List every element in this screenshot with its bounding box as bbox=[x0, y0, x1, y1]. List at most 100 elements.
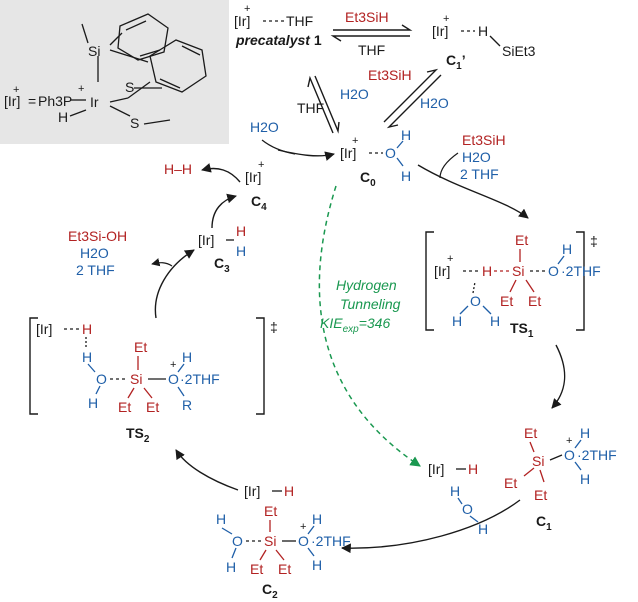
legend-h: H bbox=[58, 109, 68, 125]
c1-si: Si bbox=[532, 453, 544, 469]
ts2-h-mid: H bbox=[82, 349, 92, 365]
ts1-ir: [Ir] bbox=[434, 263, 450, 279]
c1-et-top: Et bbox=[524, 425, 537, 441]
c2-et-bl: Et bbox=[250, 561, 263, 577]
ts1-bracket-right bbox=[576, 231, 585, 331]
reagent-h2o-left: H2O bbox=[340, 86, 369, 102]
ts1-h: H bbox=[482, 263, 492, 279]
c3-ir: [Ir] bbox=[198, 232, 214, 248]
arrow-c3-release bbox=[151, 258, 173, 267]
intermediate-c3: [Ir] H H C3 bbox=[198, 223, 246, 275]
legend-p-charge: + bbox=[78, 83, 84, 95]
ts2-bracket-right bbox=[256, 317, 265, 415]
c1p-h: H bbox=[478, 23, 488, 39]
aryl-ring-1 bbox=[117, 13, 169, 61]
legend-ir-center: Ir bbox=[90, 94, 99, 110]
c1-thf: ·2THF bbox=[577, 447, 617, 463]
c0-h-upper: H bbox=[401, 127, 411, 143]
ts1-thf: ·2THF bbox=[561, 263, 601, 279]
c3-out-h2o: H2O bbox=[80, 245, 109, 261]
tunneling-line3: KIEexp=346 bbox=[320, 315, 390, 335]
arrow-c1-to-c2 bbox=[341, 499, 521, 554]
c1-ir: [Ir] bbox=[428, 461, 444, 477]
transition-state-2: ‡ [Ir] H H O H Si Et Et Et O + H ·2THF R… bbox=[29, 317, 278, 445]
c2-h-r1: H bbox=[312, 511, 322, 527]
equilibrium-arrows-left bbox=[307, 75, 340, 134]
c2-o-charge: + bbox=[300, 521, 306, 533]
aryl-ring-2 bbox=[149, 39, 207, 93]
c1-oh-1: H bbox=[580, 425, 590, 441]
c2-et-top: Et bbox=[264, 503, 277, 519]
c3-out-thf: 2 THF bbox=[76, 262, 115, 278]
arrow-c0-to-ts1 bbox=[417, 164, 529, 219]
c3-h-lower: H bbox=[236, 243, 246, 259]
c0-in-h2o: H2O bbox=[250, 119, 279, 135]
catalyst-labels: [Ir] + = Ph3P + Si Ir S S H bbox=[4, 43, 139, 131]
catalyst-structure bbox=[69, 13, 207, 125]
ts2-h-top: H bbox=[82, 321, 92, 337]
legend-ir-charge: + bbox=[13, 84, 19, 96]
intermediate-c2: [Ir] H H O H Et Si Et Et O + H H ·2THF C… bbox=[216, 483, 351, 601]
c1p-charge: + bbox=[443, 13, 449, 25]
ts1-ir-charge: + bbox=[447, 253, 453, 265]
equilibrium-arrows-right bbox=[383, 68, 442, 129]
c2-thf: ·2THF bbox=[311, 533, 351, 549]
legend-panel bbox=[0, 0, 229, 144]
c2-h-o2: H bbox=[226, 559, 236, 575]
intermediate-c4: [Ir] + C4 bbox=[245, 159, 267, 213]
c1-et-left: Et bbox=[504, 475, 517, 491]
arrow-c4-release-h2 bbox=[201, 163, 241, 183]
c0-ir: [Ir] bbox=[340, 145, 356, 161]
ts2-o-left: O bbox=[96, 371, 107, 387]
ts1-bracket-left bbox=[425, 231, 434, 331]
reagent-h2o-right: H2O bbox=[420, 95, 449, 111]
arrow-c4-to-c0 bbox=[277, 149, 335, 161]
ts2-bracket-left bbox=[29, 317, 38, 415]
c1p-ir: [Ir] bbox=[432, 23, 448, 39]
intermediate-c1-prime: [Ir] + H SiEt3 C1’ bbox=[432, 13, 536, 72]
ts2-et-br: Et bbox=[146, 399, 159, 415]
legend-ph3p: Ph3P bbox=[38, 93, 72, 109]
ts2-o-right: O bbox=[168, 371, 179, 387]
intermediate-c1: [Ir] H Et Si Et Et O + H H ·2THF H O H C… bbox=[428, 425, 617, 537]
reagent-et3sih-top: Et3SiH bbox=[345, 9, 389, 25]
c0-h-lower: H bbox=[401, 168, 411, 184]
c2-label: C2 bbox=[262, 581, 278, 601]
arrow-ts2-to-c3 bbox=[154, 249, 195, 319]
c0-charge: + bbox=[352, 135, 358, 147]
reagent-thf-left: THF bbox=[297, 100, 324, 116]
ts1-et-top: Et bbox=[515, 232, 528, 248]
c3-h-upper: H bbox=[236, 223, 246, 239]
precatalyst-thf: THF bbox=[286, 13, 313, 29]
legend-s-lower: S bbox=[130, 115, 139, 131]
ts2-thf: ·2THF bbox=[180, 371, 220, 387]
c1-label: C1 bbox=[536, 513, 552, 533]
c4-ir: [Ir] bbox=[245, 169, 261, 185]
c1-water-h2: H bbox=[478, 521, 488, 537]
precatalyst-ir: [Ir] bbox=[234, 13, 250, 29]
c3-out-silanol: Et3Si-OH bbox=[68, 228, 127, 244]
equilibrium-arrows-top bbox=[330, 24, 413, 42]
c2-si: Si bbox=[264, 533, 276, 549]
legend-s-upper: S bbox=[125, 79, 134, 95]
ts2-label: TS2 bbox=[126, 425, 150, 445]
c4-label: C4 bbox=[251, 193, 267, 213]
legend-ir: [Ir] bbox=[4, 93, 20, 109]
c0-out-et3sih: Et3SiH bbox=[462, 132, 506, 148]
precatalyst-caption: precatalyst 1 bbox=[235, 32, 322, 48]
c1-h: H bbox=[468, 461, 478, 477]
arrow-reagents-into-c0-step bbox=[439, 152, 459, 179]
arrow-c2-to-ts2 bbox=[175, 449, 239, 491]
transition-state-1: ‡ [Ir] + H Si Et Et Et O H ·2THF O H H T… bbox=[425, 231, 601, 340]
ts2-et-bl: Et bbox=[118, 399, 131, 415]
c1p-label: C1’ bbox=[446, 52, 466, 72]
c0-out-thf: 2 THF bbox=[460, 166, 499, 182]
c2-h-ir: H bbox=[284, 483, 294, 499]
ts1-water-h2: H bbox=[490, 313, 500, 329]
c4-h2-out: H–H bbox=[164, 161, 192, 177]
tunneling-line1: Hydrogen bbox=[336, 277, 397, 293]
ts1-si: Si bbox=[512, 263, 524, 279]
legend-si: Si bbox=[88, 43, 100, 59]
c2-h-o1: H bbox=[216, 511, 226, 527]
